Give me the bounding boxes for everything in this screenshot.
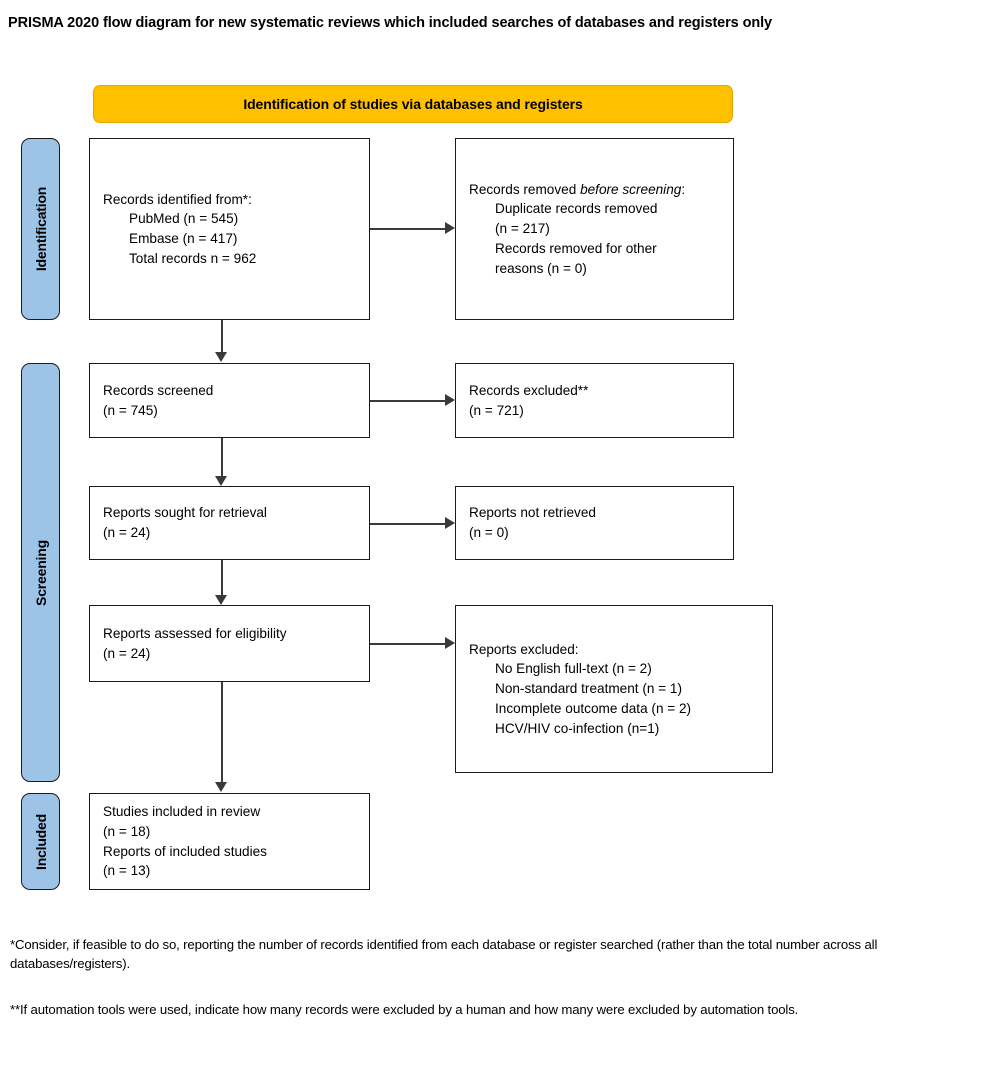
- line-embase-count: Embase (n = 417): [129, 231, 238, 246]
- connector-assessed-to-included: [221, 682, 223, 782]
- connector-screened-to-excluded: [370, 400, 445, 402]
- connector-assessed-to-reports-excluded: [370, 643, 445, 645]
- box-records-screened-text: Records screened (n = 745): [90, 381, 369, 420]
- line-duplicate-count: (n = 217): [495, 221, 550, 237]
- line-incomplete-outcome-data: Incomplete outcome data (n = 2): [495, 700, 692, 716]
- line-reports-of-included-studies-count: (n = 13): [103, 863, 151, 879]
- page-title: PRISMA 2020 flow diagram for new systema…: [8, 15, 772, 31]
- box-reports-not-retrieved: Reports not retrieved (n = 0): [455, 486, 734, 560]
- line-records-screened: Records screened: [103, 382, 214, 398]
- line-reports-of-included-studies: Reports of included studies: [103, 843, 267, 859]
- line-studies-included-count: (n = 18): [103, 823, 151, 839]
- box-records-removed-before-screening: Records removed before screening: Duplic…: [455, 138, 734, 320]
- line-studies-included: Studies included in review: [103, 804, 261, 820]
- footnote-consider-databases: *Consider, if feasible to do so, reporti…: [10, 937, 878, 972]
- arrowhead-screened-to-sought: [215, 476, 227, 486]
- box-studies-included-in-review: Studies included in review (n = 18) Repo…: [89, 793, 370, 890]
- line-records-identified-from: Records identified from*:: [103, 191, 252, 207]
- stage-bar-identification: Identification: [21, 138, 60, 320]
- line-no-english-fulltext: No English full-text (n = 2): [495, 661, 652, 677]
- connector-identified-to-removed: [370, 228, 445, 230]
- arrowhead-identified-to-removed: [445, 222, 455, 234]
- line-reports-sought-count: (n = 24): [103, 525, 151, 540]
- box-reports-assessed-text: Reports assessed for eligibility (n = 24…: [90, 624, 369, 663]
- box-records-identified-text: Records identified from*: PubMed (n = 54…: [90, 190, 369, 269]
- line-other-reasons-count: reasons (n = 0): [495, 260, 587, 276]
- box-reports-sought-for-retrieval: Reports sought for retrieval (n = 24): [89, 486, 370, 560]
- line-reports-not-retrieved: Reports not retrieved: [469, 505, 596, 521]
- line-reports-assessed: Reports assessed for eligibility: [103, 625, 287, 641]
- line-reports-sought: Reports sought for retrieval: [103, 505, 267, 521]
- line-total-records: Total records n = 962: [129, 250, 257, 266]
- arrowhead-screened-to-excluded: [445, 394, 455, 406]
- line-other-reasons: Records removed for other: [495, 240, 657, 256]
- banner-label: Identification of studies via databases …: [243, 96, 583, 112]
- arrowhead-sought-to-assessed: [215, 595, 227, 605]
- heading-suffix: :: [681, 181, 686, 197]
- box-records-identified: Records identified from*: PubMed (n = 54…: [89, 138, 370, 320]
- banner-identification-header: Identification of studies via databases …: [93, 85, 733, 123]
- line-pubmed-count: PubMed (n = 545): [129, 211, 239, 227]
- line-hcv-hiv-coinfection: HCV/HIV co-infection (n=1): [495, 720, 660, 736]
- line-records-screened-count: (n = 745): [103, 402, 158, 418]
- heading-italic: before screening: [580, 181, 682, 197]
- line-records-removed-heading: Records removed before screening:: [469, 180, 709, 200]
- box-reports-sought-text: Reports sought for retrieval (n = 24): [90, 503, 369, 542]
- line-records-excluded-count: (n = 721): [469, 402, 524, 418]
- box-studies-included-text: Studies included in review (n = 18) Repo…: [90, 802, 369, 881]
- line-reports-assessed-count: (n = 24): [103, 645, 151, 661]
- connector-sought-to-assessed: [221, 560, 223, 595]
- box-records-excluded-text: Records excluded** (n = 721): [456, 381, 733, 420]
- line-duplicate-records-removed: Duplicate records removed: [495, 201, 658, 217]
- heading-prefix: Records removed: [469, 181, 581, 197]
- footnote-automation-tools: **If automation tools were used, indicat…: [10, 1002, 799, 1017]
- arrowhead-assessed-to-included: [215, 782, 227, 792]
- box-records-excluded: Records excluded** (n = 721): [455, 363, 734, 438]
- stage-bar-screening: Screening: [21, 363, 60, 782]
- connector-screened-to-sought: [221, 438, 223, 476]
- stage-bar-included: Included: [21, 793, 60, 890]
- line-reports-excluded-heading: Reports excluded:: [469, 641, 579, 657]
- line-records-excluded: Records excluded**: [469, 382, 589, 398]
- connector-identified-to-screened: [221, 320, 223, 352]
- box-reports-not-retrieved-text: Reports not retrieved (n = 0): [456, 503, 733, 542]
- arrowhead-identified-to-screened: [215, 352, 227, 362]
- stage-label-screening: Screening: [32, 539, 49, 606]
- line-non-standard-treatment: Non-standard treatment (n = 1): [495, 681, 683, 697]
- box-records-removed-text: Records removed before screening: Duplic…: [456, 180, 733, 279]
- arrowhead-sought-to-not-retrieved: [445, 517, 455, 529]
- box-reports-assessed-for-eligibility: Reports assessed for eligibility (n = 24…: [89, 605, 370, 682]
- stage-label-included: Included: [32, 813, 49, 870]
- stage-label-identification: Identification: [32, 186, 49, 272]
- box-reports-excluded-text: Reports excluded: No English full-text (…: [456, 640, 772, 739]
- connector-sought-to-not-retrieved: [370, 523, 445, 525]
- line-reports-not-retrieved-count: (n = 0): [469, 525, 509, 540]
- box-records-screened: Records screened (n = 745): [89, 363, 370, 438]
- box-reports-excluded: Reports excluded: No English full-text (…: [455, 605, 773, 773]
- arrowhead-assessed-to-reports-excluded: [445, 637, 455, 649]
